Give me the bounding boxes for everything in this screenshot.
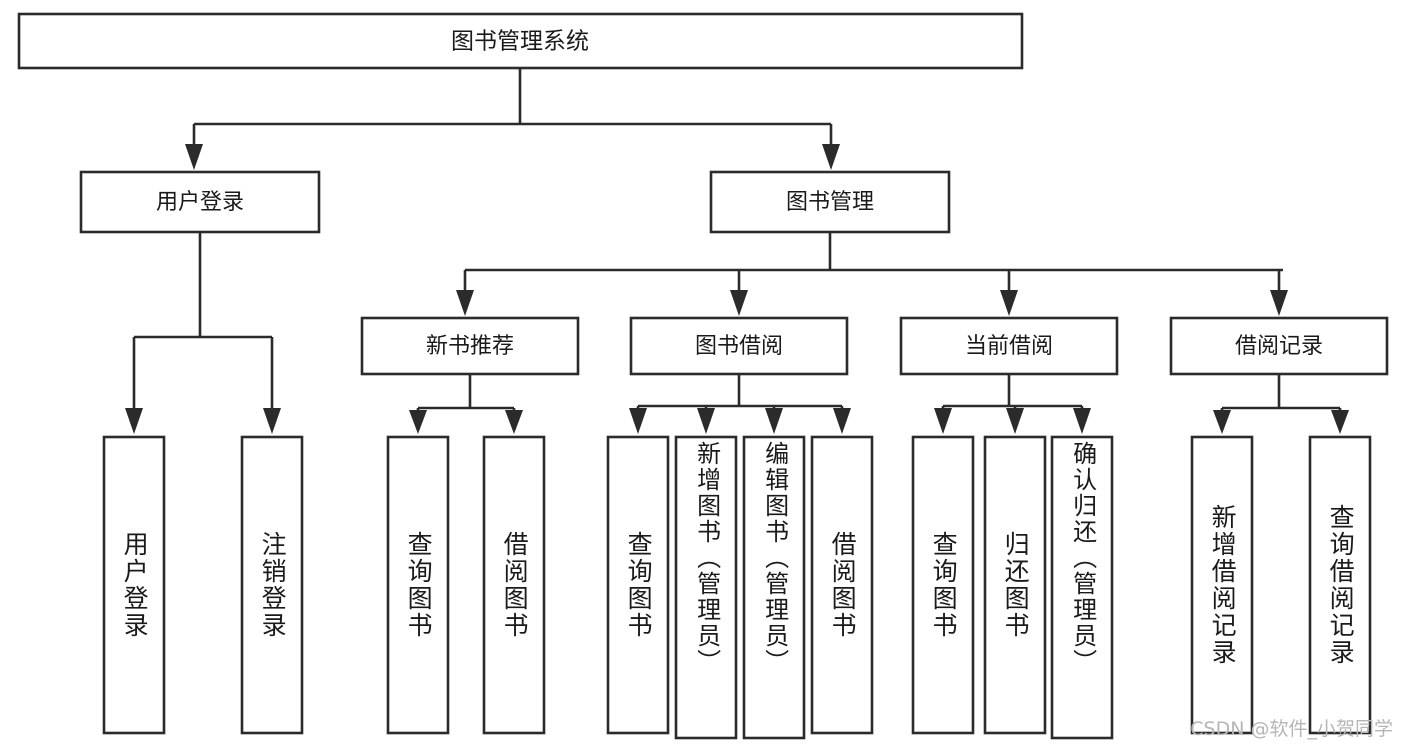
arrow-user-login-leaf-2 [263, 408, 281, 434]
node-book-manage-label: 图书管理 [786, 190, 874, 215]
node-borrow-record-label: 借阅记录 [1235, 334, 1323, 359]
node-borrow-record-box[interactable] [1169, 316, 1389, 376]
arrow-bm-to-borrow-record [1270, 290, 1288, 316]
arrow-bb-leaf-1 [629, 408, 647, 434]
node-book-manage-box[interactable] [709, 170, 951, 234]
arrow-user-login-leaf-1 [125, 408, 143, 434]
arrow-nb-leaf-2 [505, 410, 523, 434]
arrow-cb-leaf-1 [934, 408, 952, 434]
leaf-nb-query-book-box[interactable] [386, 435, 450, 735]
arrow-nb-leaf-1 [409, 410, 427, 434]
leaf-cb-query-book-box[interactable] [911, 435, 975, 735]
leaf-bb-edit-book-box[interactable] [742, 435, 806, 740]
arrow-bm-to-book-borrow [730, 290, 748, 316]
leaf-bb-borrow-book-box[interactable] [810, 435, 874, 735]
arrow-br-leaf-1 [1213, 410, 1231, 434]
node-current-borrow-box[interactable] [899, 316, 1119, 376]
arrow-bb-leaf-4 [833, 408, 851, 434]
node-new-book-box[interactable] [360, 316, 580, 376]
leaf-bb-add-book-box[interactable] [674, 435, 738, 740]
arrow-cb-leaf-2 [1006, 408, 1024, 434]
arrow-root-to-book-manage [822, 144, 840, 170]
leaf-br-add-record-box[interactable] [1190, 435, 1254, 735]
leaf-user-login-box[interactable] [102, 435, 166, 735]
arrow-br-leaf-2 [1331, 410, 1349, 434]
node-current-borrow-label: 当前借阅 [965, 334, 1053, 359]
arrow-bm-to-current-borrow [1000, 290, 1018, 316]
node-user-login-label: 用户登录 [156, 190, 244, 215]
node-book-borrow-box[interactable] [629, 316, 849, 376]
leaf-logout-box[interactable] [240, 435, 304, 735]
node-book-borrow-label: 图书借阅 [695, 334, 783, 359]
arrow-root-to-user-login [185, 144, 203, 170]
arrow-bb-leaf-3 [765, 408, 783, 434]
leaf-nb-borrow-book-box[interactable] [482, 435, 546, 735]
node-root-label: 图书管理系统 [451, 29, 589, 55]
arrow-bm-to-new-book [456, 290, 474, 316]
arrow-bb-leaf-2 [697, 408, 715, 434]
leaf-cb-confirm-return-box[interactable] [1050, 435, 1114, 740]
node-new-book-label: 新书推荐 [426, 334, 514, 359]
leaf-cb-return-book-box[interactable] [983, 435, 1047, 735]
node-root-box[interactable] [17, 12, 1024, 70]
arrow-cb-leaf-3 [1073, 408, 1091, 434]
leaf-bb-query-book-box[interactable] [606, 435, 670, 735]
leaf-br-query-record-box[interactable] [1308, 435, 1372, 735]
